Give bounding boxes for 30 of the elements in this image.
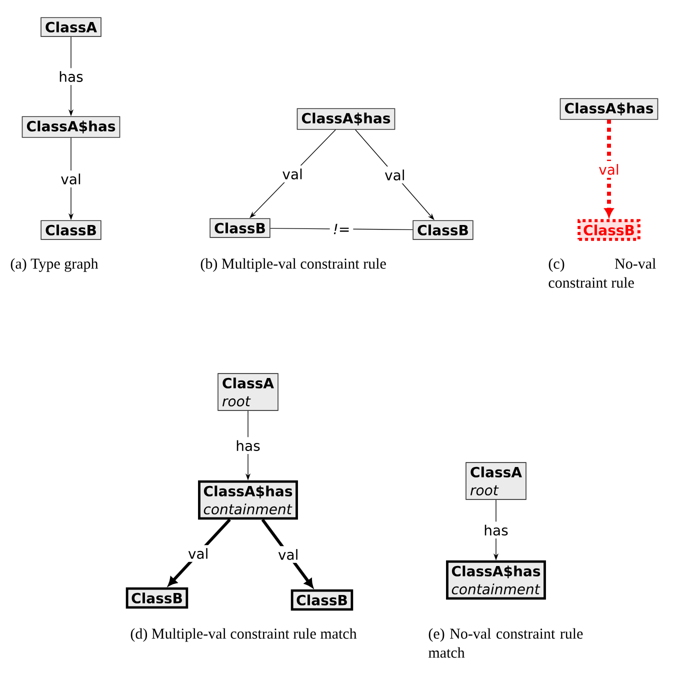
class-box: ClassA root xyxy=(218,373,278,411)
edge-label: has xyxy=(56,68,86,85)
class-box: ClassB xyxy=(578,219,640,241)
caption: (d) Multiple-val constraint rule match xyxy=(130,628,357,642)
caption: (c) No-val constraint rule xyxy=(548,258,656,288)
edge-label: val xyxy=(382,166,408,184)
edge-label: val xyxy=(184,545,212,562)
edge-label: != xyxy=(330,220,354,238)
class-box: ClassA$has xyxy=(296,108,396,130)
class-box: ClassB xyxy=(40,220,102,240)
edge-label: val xyxy=(58,170,84,188)
class-box: ClassB xyxy=(126,587,188,609)
caption: (e) No-val constraint rule match xyxy=(428,628,583,658)
class-box: ClassB xyxy=(412,220,474,240)
edge-label: val xyxy=(279,166,306,182)
caption: (a) Type graph xyxy=(10,258,98,272)
edge-label: has xyxy=(480,522,512,539)
class-box: ClassA xyxy=(40,17,102,37)
class-box: ClassA$has containment xyxy=(198,480,298,520)
class-box: ClassA$has xyxy=(22,116,120,138)
class-box: ClassA$has containment xyxy=(446,560,546,600)
edge-label: has xyxy=(232,437,264,454)
class-box: ClassB xyxy=(210,218,270,238)
class-box: ClassA$has xyxy=(560,98,658,120)
class-box: ClassB xyxy=(290,589,354,611)
arrow xyxy=(604,120,614,217)
class-box: ClassA root xyxy=(466,462,526,500)
edge-label: val xyxy=(274,546,302,563)
edge-label: val xyxy=(596,161,622,178)
caption: (b) Multiple-val constraint rule xyxy=(200,258,386,272)
